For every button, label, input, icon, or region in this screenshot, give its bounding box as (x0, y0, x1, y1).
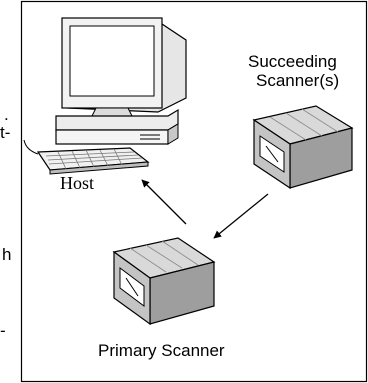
arrow-primary-to-host (141, 179, 187, 225)
arrow-succeeding-to-primary (213, 193, 269, 239)
succeeding-scanner-icon (252, 105, 354, 190)
host-label: Host (60, 173, 95, 193)
figure-frame (20, 0, 368, 383)
succeeding-scanners-label-line2: Scanner(s) (256, 71, 340, 90)
host-computer-icon (23, 17, 187, 175)
margin-fragment-3: h (2, 245, 12, 264)
margin-fragment-2: t- (0, 123, 11, 142)
primary-scanner-icon (112, 237, 216, 326)
succeeding-scanners-label-line1: Succeeding (248, 52, 337, 71)
margin-fragment-4: - (0, 321, 6, 340)
margin-fragment-1: . (4, 105, 9, 124)
primary-scanner-label: Primary Scanner (98, 341, 225, 360)
